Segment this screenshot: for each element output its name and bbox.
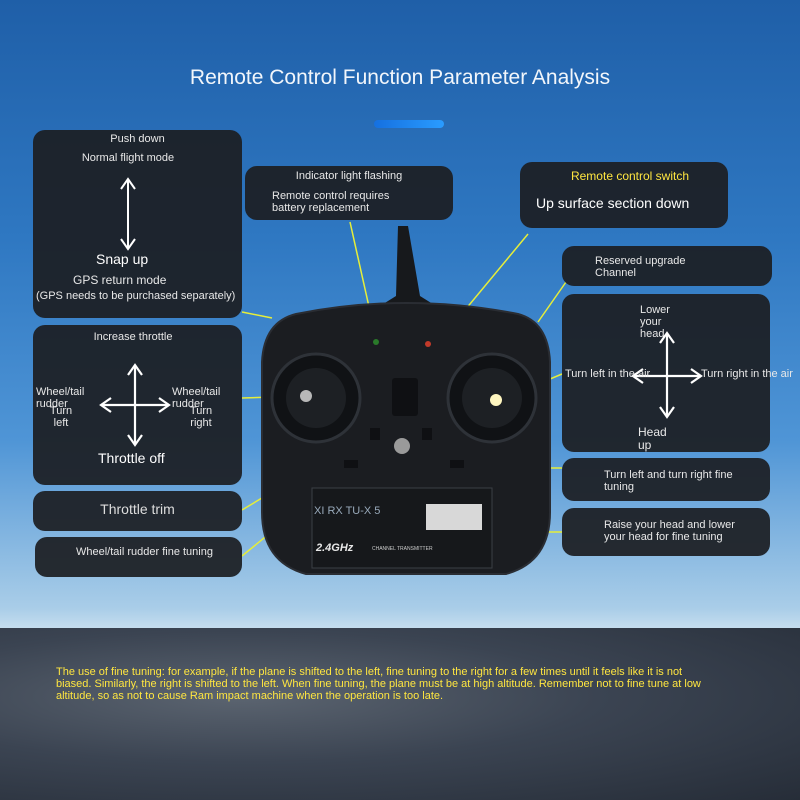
- up-down-arrow-icon: [120, 177, 136, 251]
- switch-title: Remote control switch: [570, 169, 690, 183]
- device-band: 2.4GHz: [316, 542, 354, 554]
- indicator-desc: Remote control requires battery replacem…: [272, 190, 390, 214]
- head-trim-label: Raise your head and lower your head for …: [604, 519, 735, 543]
- page-title: Remote Control Function Parameter Analys…: [189, 66, 611, 89]
- fine-tuning-note: The use of fine tuning: for example, if …: [56, 666, 701, 702]
- device-label: XI RX TU-X 5: [314, 505, 381, 517]
- increase-throttle-label: Increase throttle: [93, 331, 173, 343]
- throttle-trim-box: [33, 491, 242, 531]
- line-push-down: [241, 311, 273, 319]
- lr-trim-label: Turn left and turn right fine tuning: [604, 469, 733, 493]
- title-accent-bar: [374, 120, 444, 128]
- normal-mode-label: Normal flight mode: [81, 152, 175, 164]
- throttle-trim-label: Throttle trim: [100, 501, 175, 517]
- ground-background: [0, 628, 800, 800]
- throttle-off-label: Throttle off: [98, 450, 165, 466]
- device-channel-text: CHANNEL TRANSMITTER: [372, 546, 433, 552]
- indicator-box: [245, 166, 453, 220]
- lower-head-label: Lower your head: [640, 304, 670, 340]
- switch-box: [520, 162, 728, 228]
- wheel-rudder-left-label: Wheel/tail rudder: [36, 386, 85, 410]
- left-stick-mode-box: [33, 130, 242, 318]
- four-way-arrow-icon: [99, 363, 171, 447]
- turn-left-label: Turn left: [49, 405, 73, 429]
- rudder-trim-box: [35, 537, 242, 577]
- transmitter-device: [261, 226, 551, 575]
- switch-desc: Up surface section down: [536, 195, 690, 211]
- turn-right-air-label: Turn right in the air: [701, 368, 793, 380]
- indicator-title: Indicator light flashing: [295, 170, 403, 182]
- line-reserved: [537, 281, 567, 323]
- four-way-arrow-right-icon: [631, 331, 703, 419]
- head-trim-box: [562, 508, 770, 556]
- lr-trim-box: [562, 458, 770, 501]
- reserved-label: Reserved upgrade Channel: [595, 255, 686, 279]
- wheel-rudder-right-label: Wheel/tail rudder: [172, 386, 221, 410]
- head-up-label: Head up: [638, 425, 667, 452]
- snap-up-label: Snap up: [96, 251, 149, 267]
- push-down-label: Push down: [110, 133, 165, 145]
- gps-note-label: (GPS needs to be purchased separately): [36, 290, 236, 302]
- reserved-box: [562, 246, 772, 286]
- gps-return-label: GPS return mode: [73, 273, 167, 287]
- rudder-trim-label: Wheel/tail rudder fine tuning: [76, 546, 213, 558]
- turn-right-label: Turn right: [189, 405, 213, 429]
- turn-left-air-label: Turn left in the air: [565, 368, 651, 380]
